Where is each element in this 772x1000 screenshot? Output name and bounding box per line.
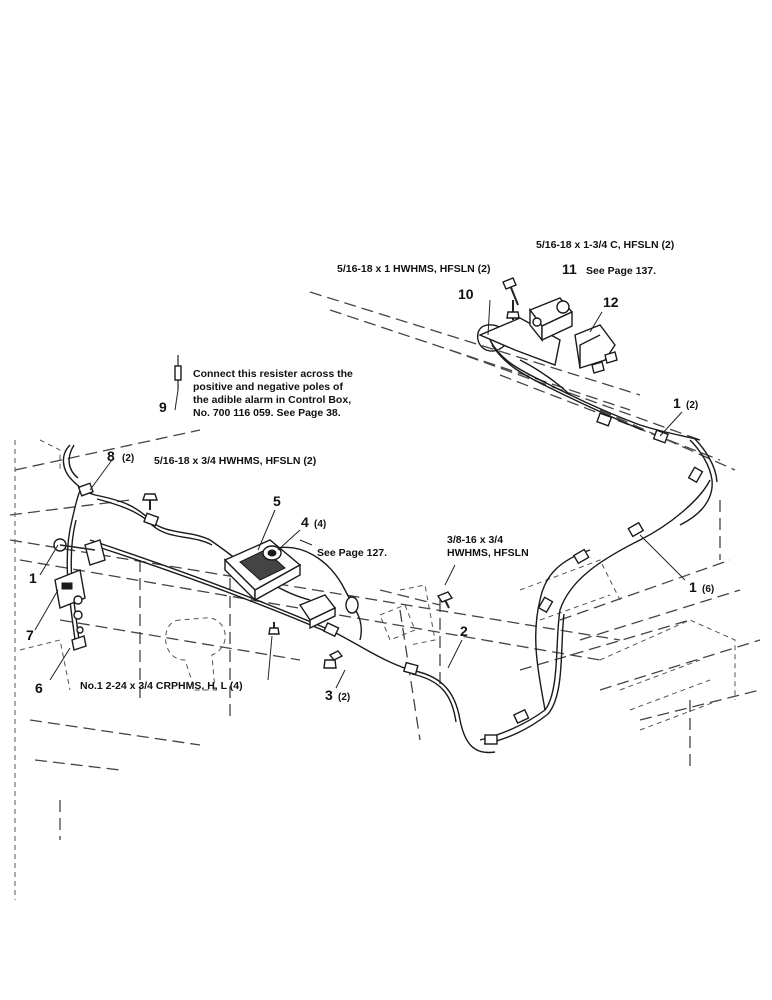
annotation-notes: 5/16-18 x 1-3/4 C, HFSLN (2) See Page 13… xyxy=(80,239,674,692)
switch-bracket xyxy=(53,538,106,651)
note-right-bolt-2: HWHMS, HFSLN xyxy=(447,547,529,559)
note-resistor-2: positive and negative poles of xyxy=(193,381,343,393)
note-left-bolt: 5/16-18 x 3/4 HWHMS, HFSLN (2) xyxy=(154,455,316,467)
callout-4: 4 xyxy=(301,514,309,530)
callout-10: 10 xyxy=(458,286,474,302)
callout-1-6-qty: (6) xyxy=(702,584,714,595)
harness-connector xyxy=(298,594,359,630)
wire-harness-main xyxy=(62,324,718,754)
plug-connector xyxy=(262,545,282,561)
callout-8: 8 xyxy=(107,448,115,464)
note-item11-see: See Page 137. xyxy=(586,265,656,277)
note-right-bolt-1: 3/8-16 x 3/4 xyxy=(447,534,503,546)
callout-11: 11 xyxy=(562,261,577,277)
callout-4-qty: (4) xyxy=(314,519,326,530)
callout-12: 12 xyxy=(603,294,619,310)
note-resistor-4: No. 700 116 059. See Page 38. xyxy=(193,407,341,419)
chassis-outline xyxy=(9,291,761,900)
callout-2: 2 xyxy=(460,623,468,639)
bolts xyxy=(142,355,454,669)
callout-1-2: 1 xyxy=(673,395,681,411)
alarm-assembly xyxy=(478,277,618,374)
note-resistor-1: Connect this resister across the xyxy=(193,368,353,380)
junction-box xyxy=(223,539,302,602)
callout-3: 3 xyxy=(325,687,333,703)
callout-1-6: 1 xyxy=(689,579,697,595)
callout-3-qty: (2) xyxy=(338,692,350,703)
note-resistor-3: the adible alarm in Control Box, xyxy=(193,394,351,406)
note-bottom-screw: No.1 2-24 x 3/4 CRPHMS, H, L (4) xyxy=(80,680,243,692)
note-top-bolt: 5/16-18 x 1 HWHMS, HFSLN (2) xyxy=(337,263,490,275)
callout-labels: 1 1 (2) 1 (6) 2 3 (2) 4 (4) 5 6 7 8 (2) … xyxy=(26,261,714,703)
callout-8-qty: (2) xyxy=(122,453,134,464)
callout-1: 1 xyxy=(29,570,37,586)
leader-lines xyxy=(34,299,686,689)
note-item4-see: See Page 127. xyxy=(317,547,387,559)
callout-1-2-qty: (2) xyxy=(686,400,698,411)
callout-7: 7 xyxy=(26,627,34,643)
callout-9: 9 xyxy=(159,399,167,415)
harness-clips xyxy=(77,412,704,745)
callout-6: 6 xyxy=(35,680,43,696)
callout-5: 5 xyxy=(273,493,281,509)
note-top-right-bolt: 5/16-18 x 1-3/4 C, HFSLN (2) xyxy=(536,239,674,251)
